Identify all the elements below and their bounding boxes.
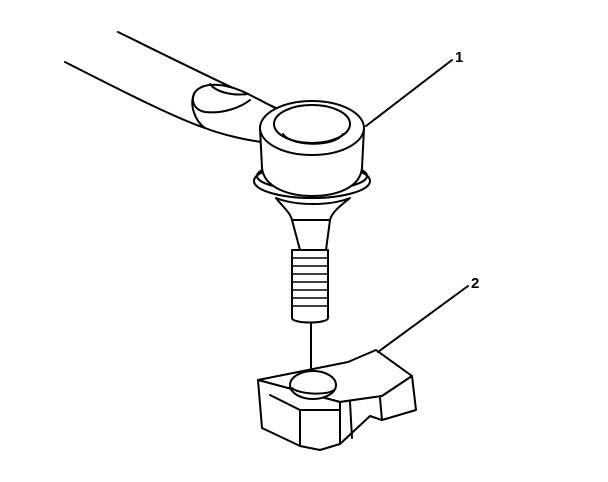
knuckle-block xyxy=(257,349,417,451)
arm xyxy=(64,31,289,143)
leader-line-2 xyxy=(377,285,469,353)
callout-1: 1 xyxy=(365,49,463,127)
leader-line-1 xyxy=(365,59,453,127)
ball-joint xyxy=(253,100,371,324)
callout-label-1: 1 xyxy=(455,49,463,66)
callout-2: 2 xyxy=(377,275,479,353)
callout-label-2: 2 xyxy=(471,275,479,292)
